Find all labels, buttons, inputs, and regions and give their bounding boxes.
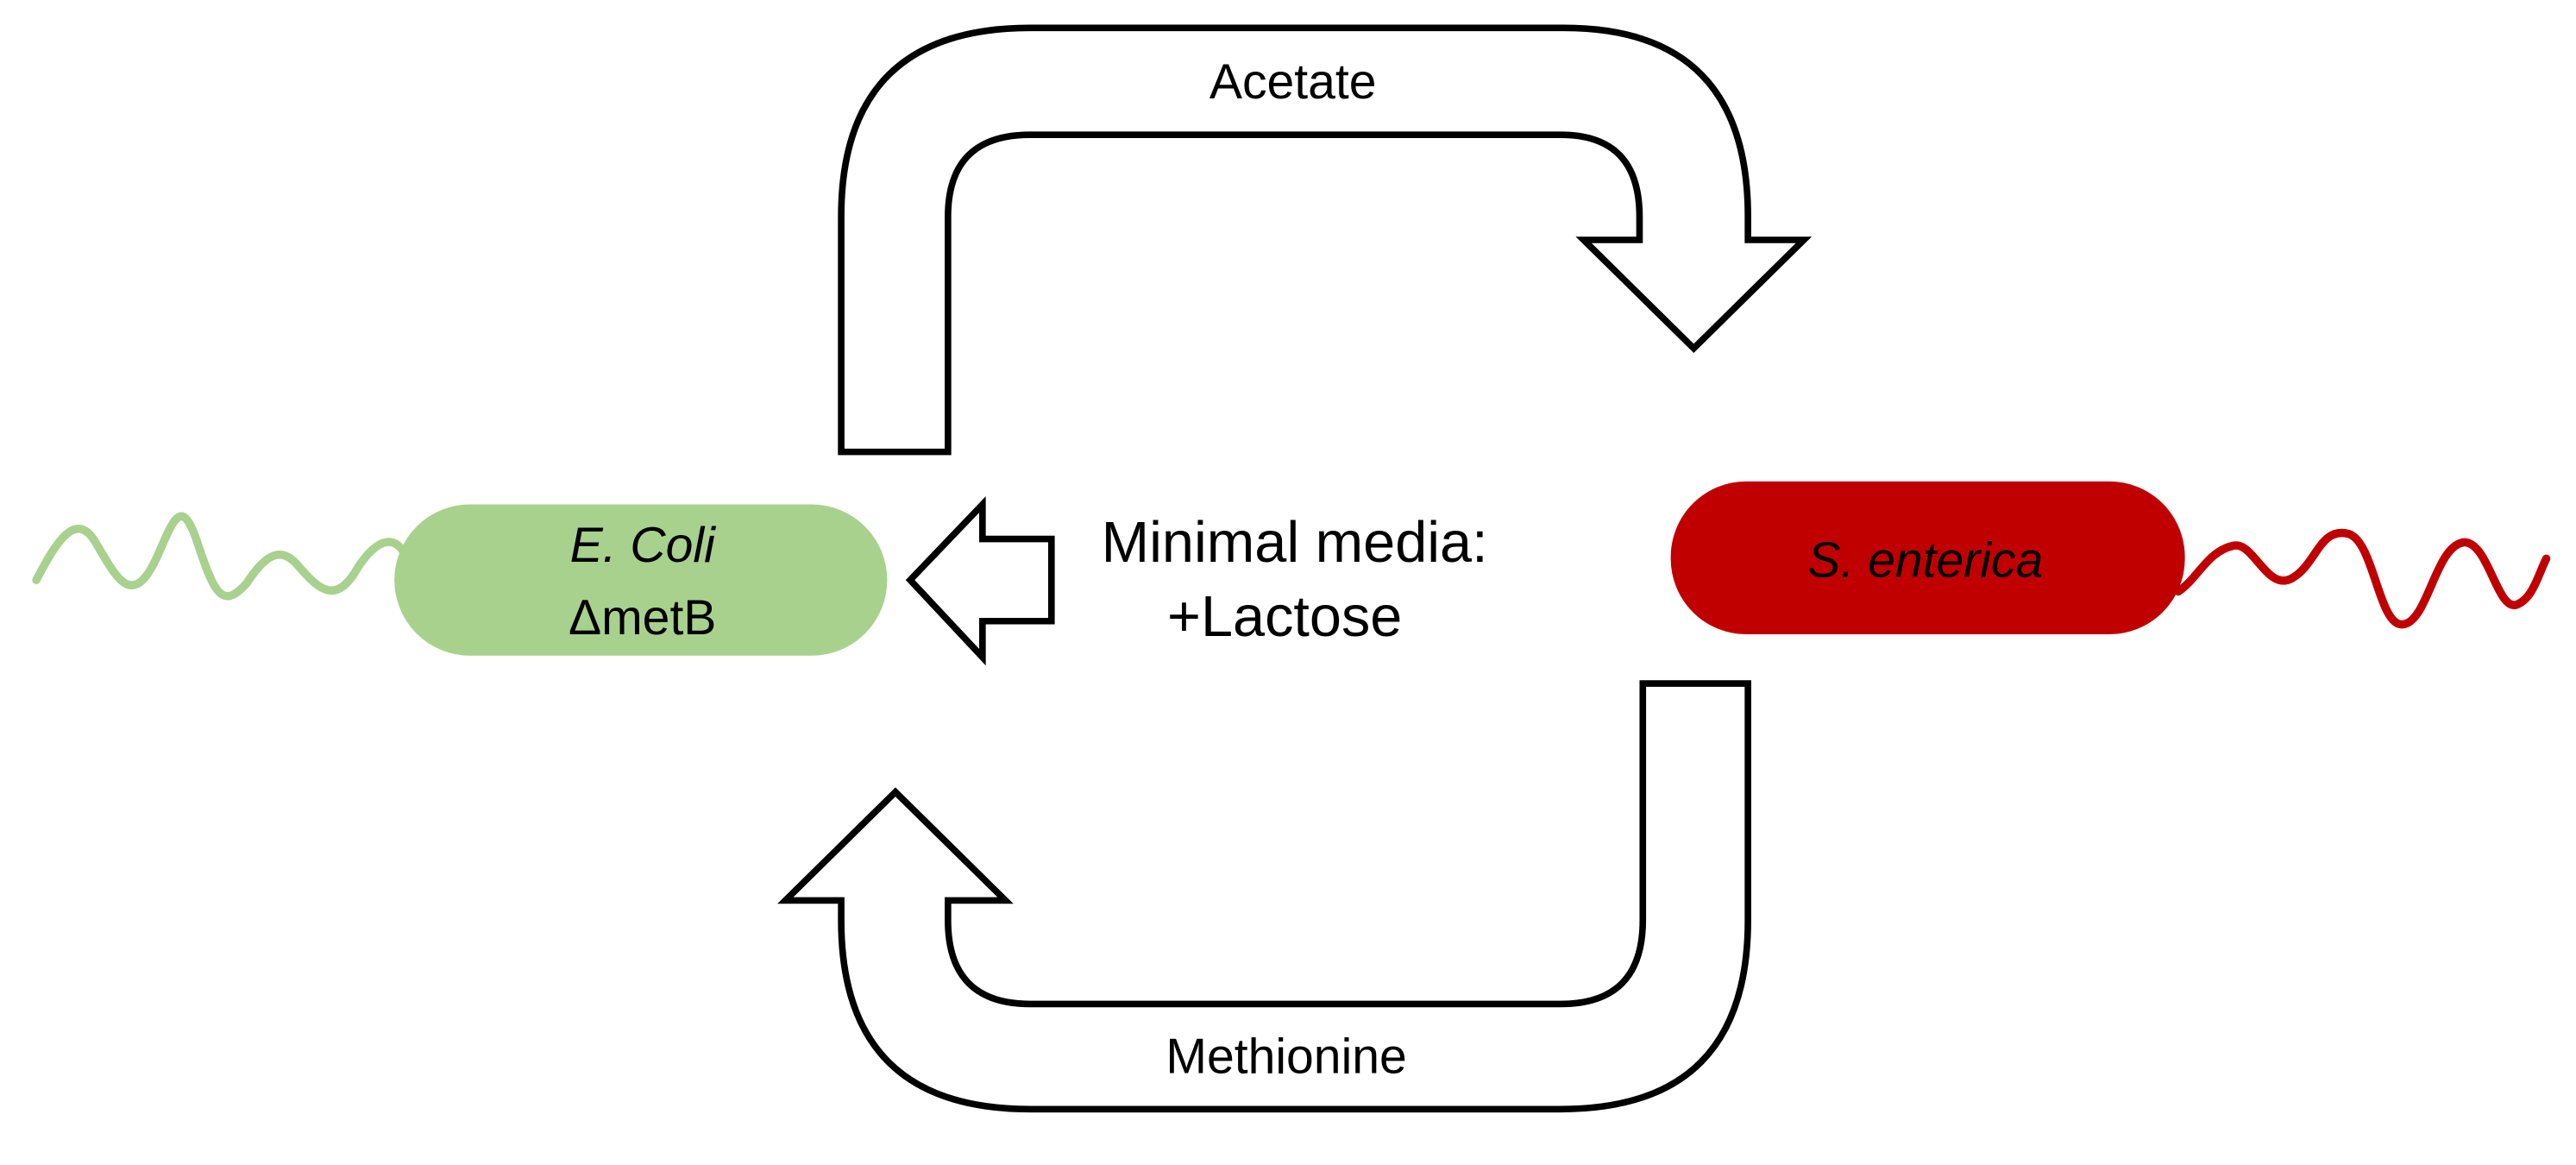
media-label-line1: Minimal media:: [1102, 511, 1488, 575]
methionine-arrow: [777, 680, 1751, 1113]
ecoli-name-label: E. Coli: [570, 518, 717, 573]
senterica-cell: [1670, 481, 2185, 634]
senterica-name-label: S. enterica: [1807, 532, 2043, 588]
methionine-label: Methionine: [1165, 1029, 1406, 1084]
ecoli-flagellum: [32, 512, 407, 601]
media-arrow: [905, 496, 1055, 666]
acetate-arrow: [838, 24, 1813, 456]
ecoli-cell: [394, 504, 888, 656]
media-label-line2: +Lactose: [1167, 585, 1402, 649]
senterica-flagellum: [2174, 528, 2551, 629]
ecoli-genotype-label: ΔmetB: [569, 590, 716, 645]
acetate-label: Acetate: [1209, 54, 1377, 110]
